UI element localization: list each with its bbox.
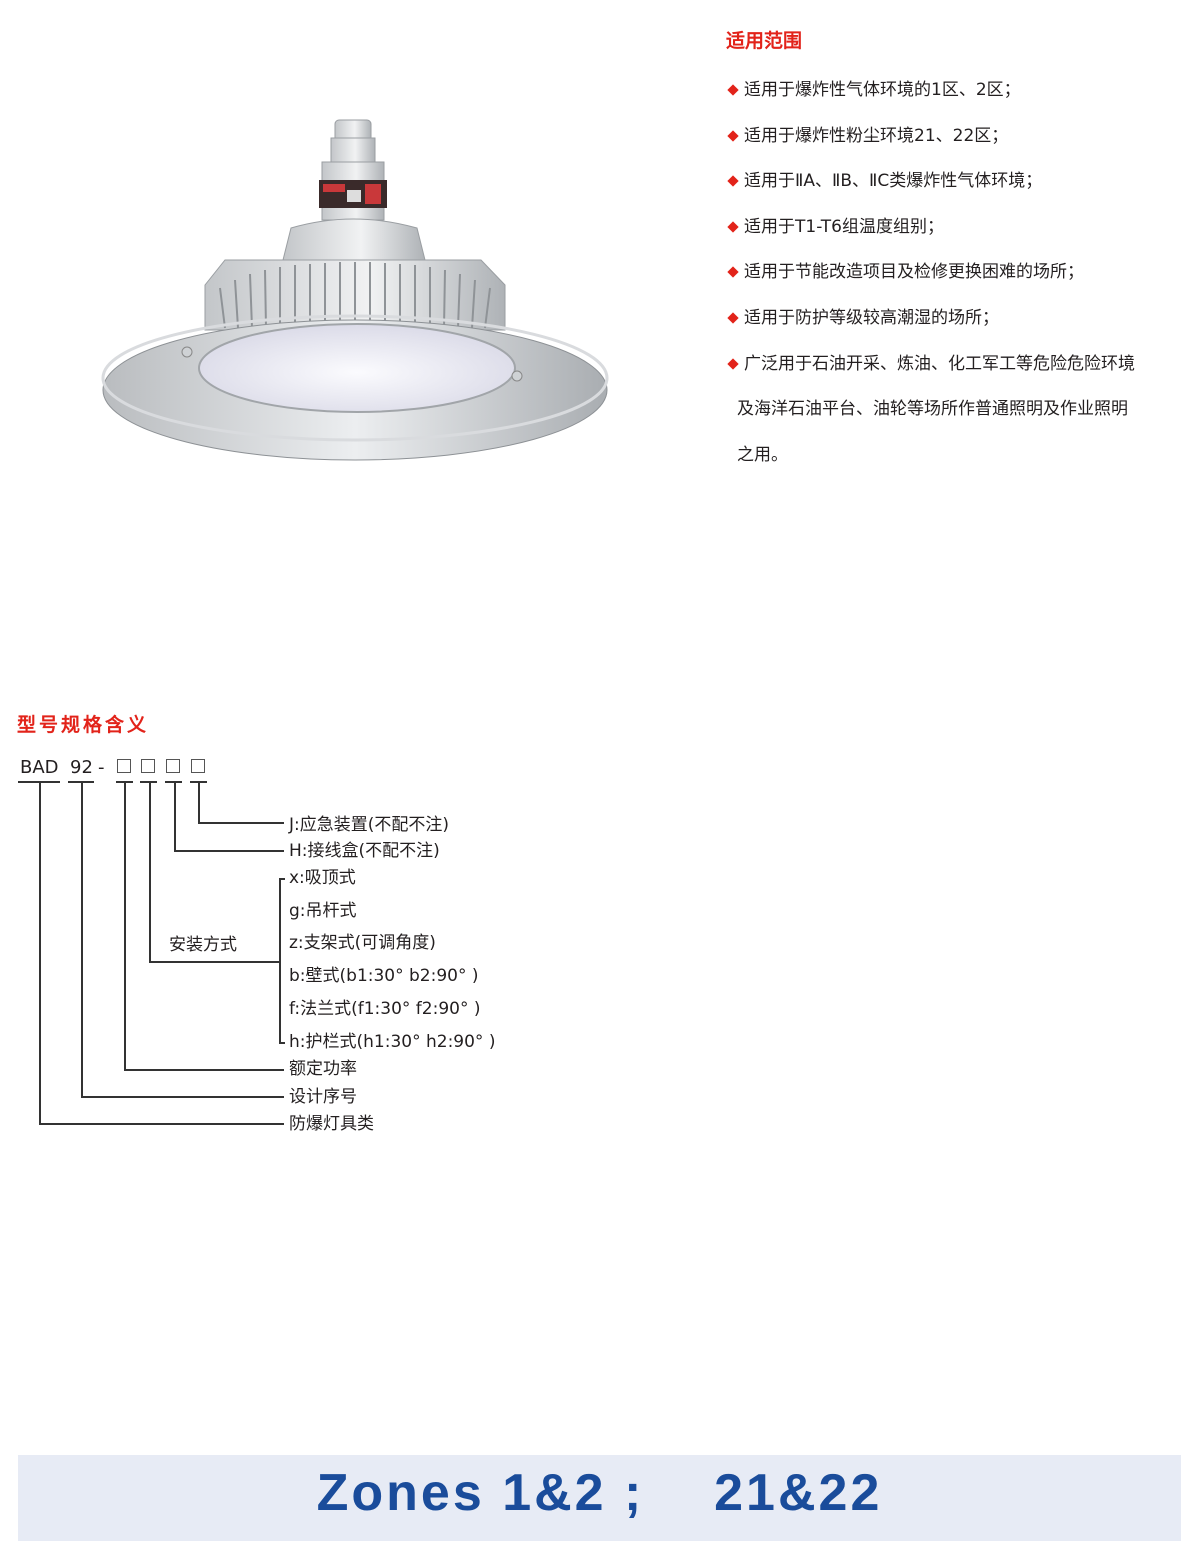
label-category: 防爆灯具类 — [289, 1114, 374, 1134]
code-box-emergency — [191, 759, 205, 773]
list-item: 适用于防护等级较高潮湿的场所； — [726, 296, 1186, 342]
install-option: z:支架式(可调角度) — [289, 933, 436, 953]
install-option: h:护栏式(h1:30° h2:90° ) — [289, 1032, 496, 1052]
label-emergency: J:应急装置(不配不注) — [289, 815, 450, 835]
underline-box — [116, 781, 133, 783]
install-option: x:吸顶式 — [289, 868, 356, 888]
label-design-no: 设计序号 — [289, 1087, 357, 1107]
install-option: f:法兰式(f1:30° f2:90° ) — [289, 999, 481, 1019]
connector-line — [39, 1123, 284, 1125]
red-diamond-bullet-icon — [727, 129, 739, 142]
underline-box — [190, 781, 207, 783]
code-box-power — [117, 759, 131, 773]
connector-line — [39, 782, 41, 1124]
install-option: b:壁式(b1:30° b2:90° ) — [289, 966, 479, 986]
list-item-text: 适用于防护等级较高潮湿的场所； — [744, 307, 999, 328]
bracket-tick — [279, 878, 285, 880]
list-item-continuation: 之用。 — [737, 444, 788, 465]
product-image-explosion-proof-lamp — [101, 119, 609, 461]
underline-box — [140, 781, 157, 783]
red-diamond-bullet-icon — [727, 312, 739, 324]
model-code-diagram: BAD 92 - J:应急装置(不配不注) H:接线盒(不配不注) 安装方式 x… — [0, 740, 600, 1160]
label-junction: H:接线盒(不配不注) — [289, 841, 440, 861]
red-diamond-bullet-icon — [727, 84, 739, 96]
connector-line — [149, 782, 151, 962]
red-diamond-bullet-icon — [727, 221, 739, 233]
zones-banner: Zones 1&2 ; 21&22 — [18, 1455, 1181, 1541]
connector-line — [198, 782, 200, 823]
connector-line — [198, 822, 284, 824]
list-item: 适用于ⅡA、ⅡB、ⅡC类爆炸性气体环境； — [726, 159, 1186, 205]
list-item-text: 适用于ⅡA、ⅡB、ⅡC类爆炸性气体环境； — [744, 171, 1043, 192]
connector-line — [174, 850, 284, 852]
underline-series — [68, 781, 94, 783]
list-item-text: 适用于节能改造项目及检修更换困难的场所； — [744, 262, 1084, 283]
list-item: 适用于节能改造项目及检修更换困难的场所； — [726, 250, 1186, 296]
underline-prefix — [18, 781, 60, 783]
bracket-tick — [279, 1042, 285, 1044]
underline-box — [165, 781, 182, 783]
list-item: 适用于爆炸性气体环境的1区、2区； — [726, 68, 1186, 114]
scope-title: 适用范围 — [726, 30, 803, 52]
list-item-text: 适用于爆炸性气体环境的1区、2区； — [744, 80, 1021, 100]
list-item-text: 适用于爆炸性粉尘环境21、22区； — [744, 125, 1009, 146]
connector-line — [149, 961, 279, 963]
list-item: 适用于T1-T6组温度组别； — [726, 205, 1186, 251]
list-item-continuation: 及海洋石油平台、油轮等场所作普通照明及作业照明 — [737, 399, 1128, 420]
label-power: 额定功率 — [289, 1059, 357, 1079]
list-item: 适用于爆炸性粉尘环境21、22区； — [726, 114, 1186, 160]
bracket-line — [279, 878, 281, 1043]
red-diamond-bullet-icon — [727, 266, 739, 279]
zones-banner-text: Zones 1&2 ; 21&22 — [316, 1464, 883, 1522]
scope-list: 适用于爆炸性气体环境的1区、2区； 适用于爆炸性粉尘环境21、22区； 适用于Ⅱ… — [726, 68, 1186, 478]
list-item-text: 广泛用于石油开采、炼油、化工军工等危险危险环境 — [744, 353, 1135, 374]
connector-line — [124, 782, 126, 1070]
label-install-title: 安装方式 — [169, 935, 237, 955]
code-prefix: BAD — [20, 757, 59, 778]
list-item: 广泛用于石油开采、炼油、化工军工等危险危险环境 — [726, 342, 1186, 388]
connector-line — [81, 1096, 284, 1098]
list-item-text: 适用于T1-T6组温度组别； — [744, 216, 944, 237]
model-title: 型号规格含义 — [17, 714, 150, 736]
code-dash: - — [98, 757, 105, 778]
install-option: g:吊杆式 — [289, 901, 357, 921]
connector-line — [124, 1069, 284, 1071]
code-box-junction — [166, 759, 180, 773]
code-box-install — [141, 759, 155, 773]
code-series: 92 — [70, 757, 93, 778]
connector-line — [174, 782, 176, 851]
red-diamond-bullet-icon — [727, 357, 739, 370]
red-diamond-bullet-icon — [727, 175, 739, 187]
connector-line — [81, 782, 83, 1097]
